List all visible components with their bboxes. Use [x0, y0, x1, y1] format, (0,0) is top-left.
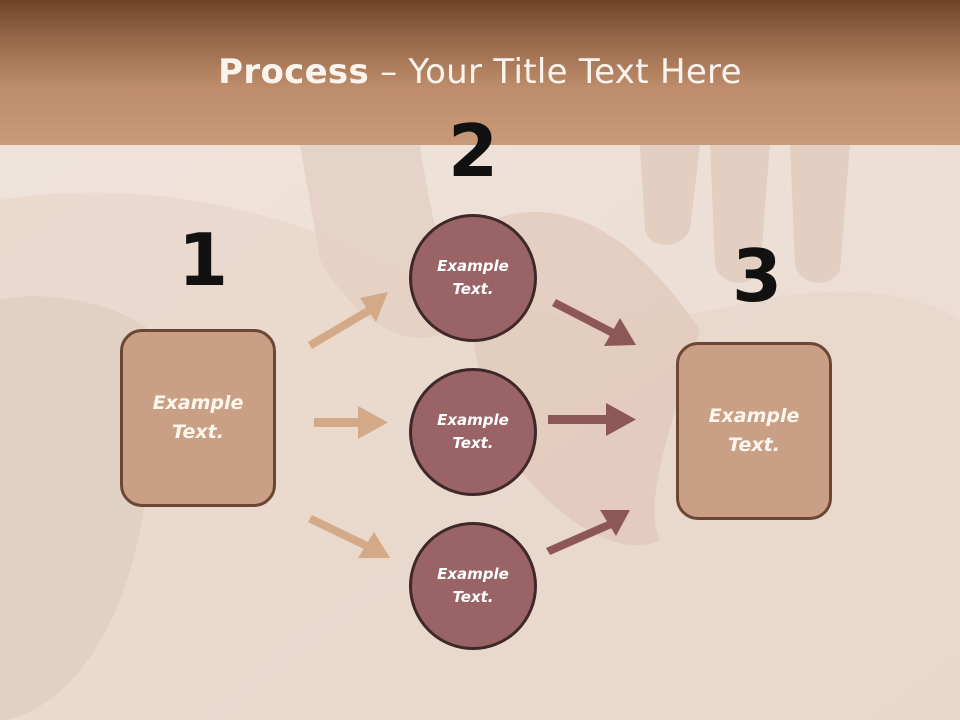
step-number-1: 1 — [178, 218, 229, 302]
step-number-3: 3 — [732, 234, 783, 318]
circle-bottom-text: Example Text. — [437, 565, 509, 606]
title-bar — [0, 0, 960, 145]
circle-middle-text: Example Text. — [437, 411, 509, 452]
process-circle-bottom: Example Text. — [409, 522, 537, 650]
right-process-box: Example Text. — [676, 342, 832, 520]
left-box-text: Example Text. — [152, 392, 244, 443]
right-box-text: Example Text. — [708, 405, 800, 456]
title-bold: Process — [218, 52, 370, 92]
process-circle-middle: Example Text. — [409, 368, 537, 496]
slide-title: Process – Your Title Text Here — [0, 52, 960, 92]
step-number-2: 2 — [448, 109, 499, 193]
process-circle-top: Example Text. — [409, 214, 537, 342]
circle-top-text: Example Text. — [437, 257, 509, 298]
title-rest: – Your Title Text Here — [369, 52, 742, 92]
left-process-box: Example Text. — [120, 329, 276, 507]
